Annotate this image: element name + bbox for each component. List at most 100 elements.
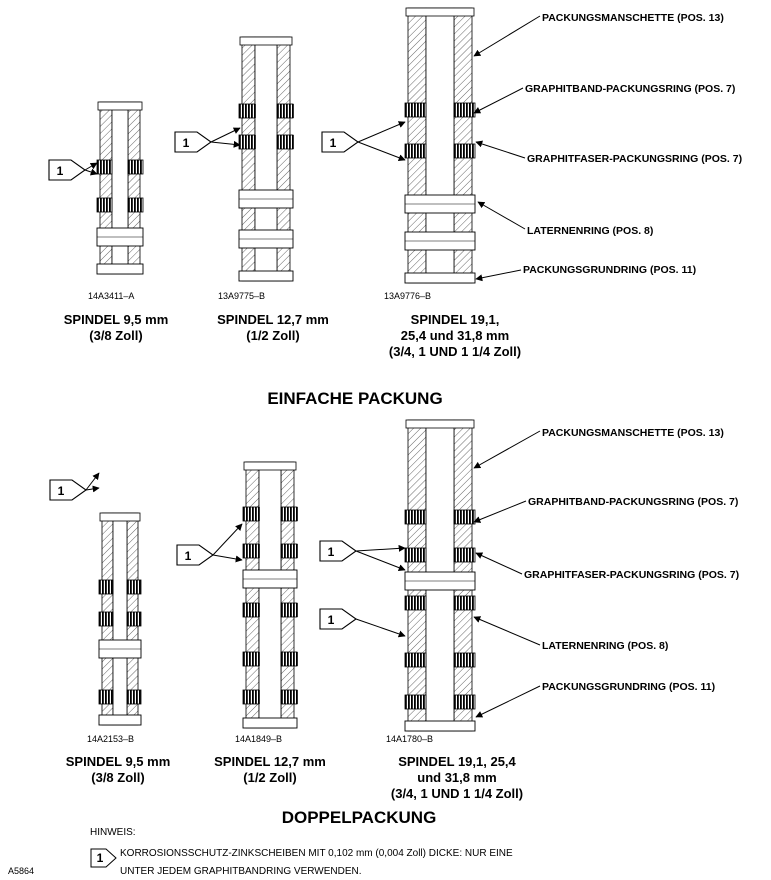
stem-wall: [99, 101, 113, 275]
packing-ring-band: [286, 104, 288, 118]
bottom-ring: [404, 272, 476, 284]
packing-ring-band: [420, 103, 422, 117]
packing-ring-band: [290, 544, 292, 558]
packing-ring-band: [460, 548, 462, 562]
packing-ring-band: [136, 580, 138, 594]
packing-ring-band: [287, 544, 289, 558]
packing-ring-band: [408, 653, 410, 667]
flag-shape: [49, 479, 87, 501]
packing-ring-band: [127, 690, 129, 704]
flag-shape: [321, 131, 359, 153]
packing-ring-band: [109, 198, 111, 212]
packing-ring-band: [277, 135, 279, 149]
packing-ring-band: [255, 690, 257, 704]
packing-ring-band: [130, 580, 132, 594]
packing-ring-band: [420, 596, 422, 610]
packing-ring-band: [296, 690, 298, 704]
packing-ring-band: [411, 103, 413, 117]
bottom-ring: [98, 714, 142, 726]
stem-caption: 25,4 und 31,8 mm: [401, 328, 509, 343]
packing-ring-band: [296, 544, 298, 558]
packing-ring-band: [255, 507, 257, 521]
packing-ring-band: [258, 507, 260, 521]
callout-label: GRAPHITBAND-PACKUNGSRING (POS. 7): [525, 83, 735, 95]
stem-wall: [280, 461, 295, 729]
leader-line: [473, 430, 541, 469]
packing-ring-band: [287, 507, 289, 521]
packing-ring-band: [408, 103, 410, 117]
packing-ring-band: [239, 135, 241, 149]
flag-number: 1: [185, 549, 192, 563]
packing-ring-band: [111, 690, 113, 704]
section-title: DOPPELPACKUNG: [282, 808, 437, 827]
packing-ring-band: [414, 653, 416, 667]
packing-ring-band: [463, 510, 465, 524]
packing-ring-band: [111, 580, 113, 594]
note-heading: HINWEIS:: [90, 827, 136, 838]
stem-bore: [112, 512, 128, 726]
flag-shape: [48, 159, 86, 181]
packing-ring-band: [420, 144, 422, 158]
packing-ring-band: [283, 135, 285, 149]
packing-ring-band: [106, 198, 108, 212]
callout-label: GRAPHITFASER-PACKUNGSRING (POS. 7): [527, 153, 742, 165]
flag-leader: [85, 485, 100, 493]
packing-ring-band: [140, 160, 142, 174]
packing-ring-band: [249, 507, 251, 521]
packing-ring-band: [106, 160, 108, 174]
packing-ring-band: [466, 653, 468, 667]
drawing-number: 14A1849–B: [235, 734, 282, 744]
flag-number: 1: [58, 484, 65, 498]
packing-ring-band: [469, 144, 471, 158]
stem-caption: (1/2 Zoll): [246, 328, 299, 343]
packing-ring-band: [411, 144, 413, 158]
packing-ring-band: [99, 690, 101, 704]
packing-ring-band: [472, 510, 474, 524]
packing-ring-band: [454, 653, 456, 667]
packing-ring-band: [457, 510, 459, 524]
packing-ring-band: [281, 507, 283, 521]
stem-drawing: [404, 7, 476, 284]
packing-ring-band: [254, 135, 256, 149]
flag-leader: [357, 141, 406, 162]
packing-ring-band: [460, 695, 462, 709]
packing-ring-band: [423, 548, 425, 562]
packing-ring-band: [281, 690, 283, 704]
packing-ring-band: [472, 596, 474, 610]
packing-ring-band: [405, 695, 407, 709]
packing-ring-band: [140, 198, 142, 212]
leader-line: [477, 201, 526, 230]
packing-ring-band: [289, 104, 291, 118]
flag-leader: [210, 127, 241, 143]
packing-ring-band: [284, 652, 286, 666]
packing-ring-band: [133, 612, 135, 626]
packing-ring-band: [411, 695, 413, 709]
packing-ring-band: [99, 580, 101, 594]
packing-ring-band: [417, 596, 419, 610]
packing-ring-band: [139, 580, 141, 594]
stem-caption: (3/8 Zoll): [91, 770, 144, 785]
packing-ring-band: [139, 690, 141, 704]
packing-ring-band: [417, 144, 419, 158]
stem-top: [243, 461, 297, 471]
packing-ring-band: [284, 690, 286, 704]
packing-ring-band: [454, 695, 456, 709]
flag-number: 1: [330, 136, 337, 150]
packing-ring-band: [97, 160, 99, 174]
stem-top: [97, 101, 143, 111]
packing-ring-band: [103, 198, 105, 212]
packing-ring-band: [289, 135, 291, 149]
packing-ring-band: [281, 544, 283, 558]
flag-shape: [319, 540, 357, 562]
packing-ring-band: [292, 104, 294, 118]
stem-caption: SPINDEL 12,7 mm: [214, 754, 326, 769]
packing-ring-band: [252, 544, 254, 558]
flag-leader: [210, 140, 241, 148]
packing-ring-band: [454, 103, 456, 117]
packing-ring-band: [105, 612, 107, 626]
packing-ring-band: [97, 198, 99, 212]
flag-leader: [85, 472, 100, 491]
packing-ring-band: [293, 507, 295, 521]
leader-line: [473, 500, 527, 523]
packing-ring-band: [457, 653, 459, 667]
